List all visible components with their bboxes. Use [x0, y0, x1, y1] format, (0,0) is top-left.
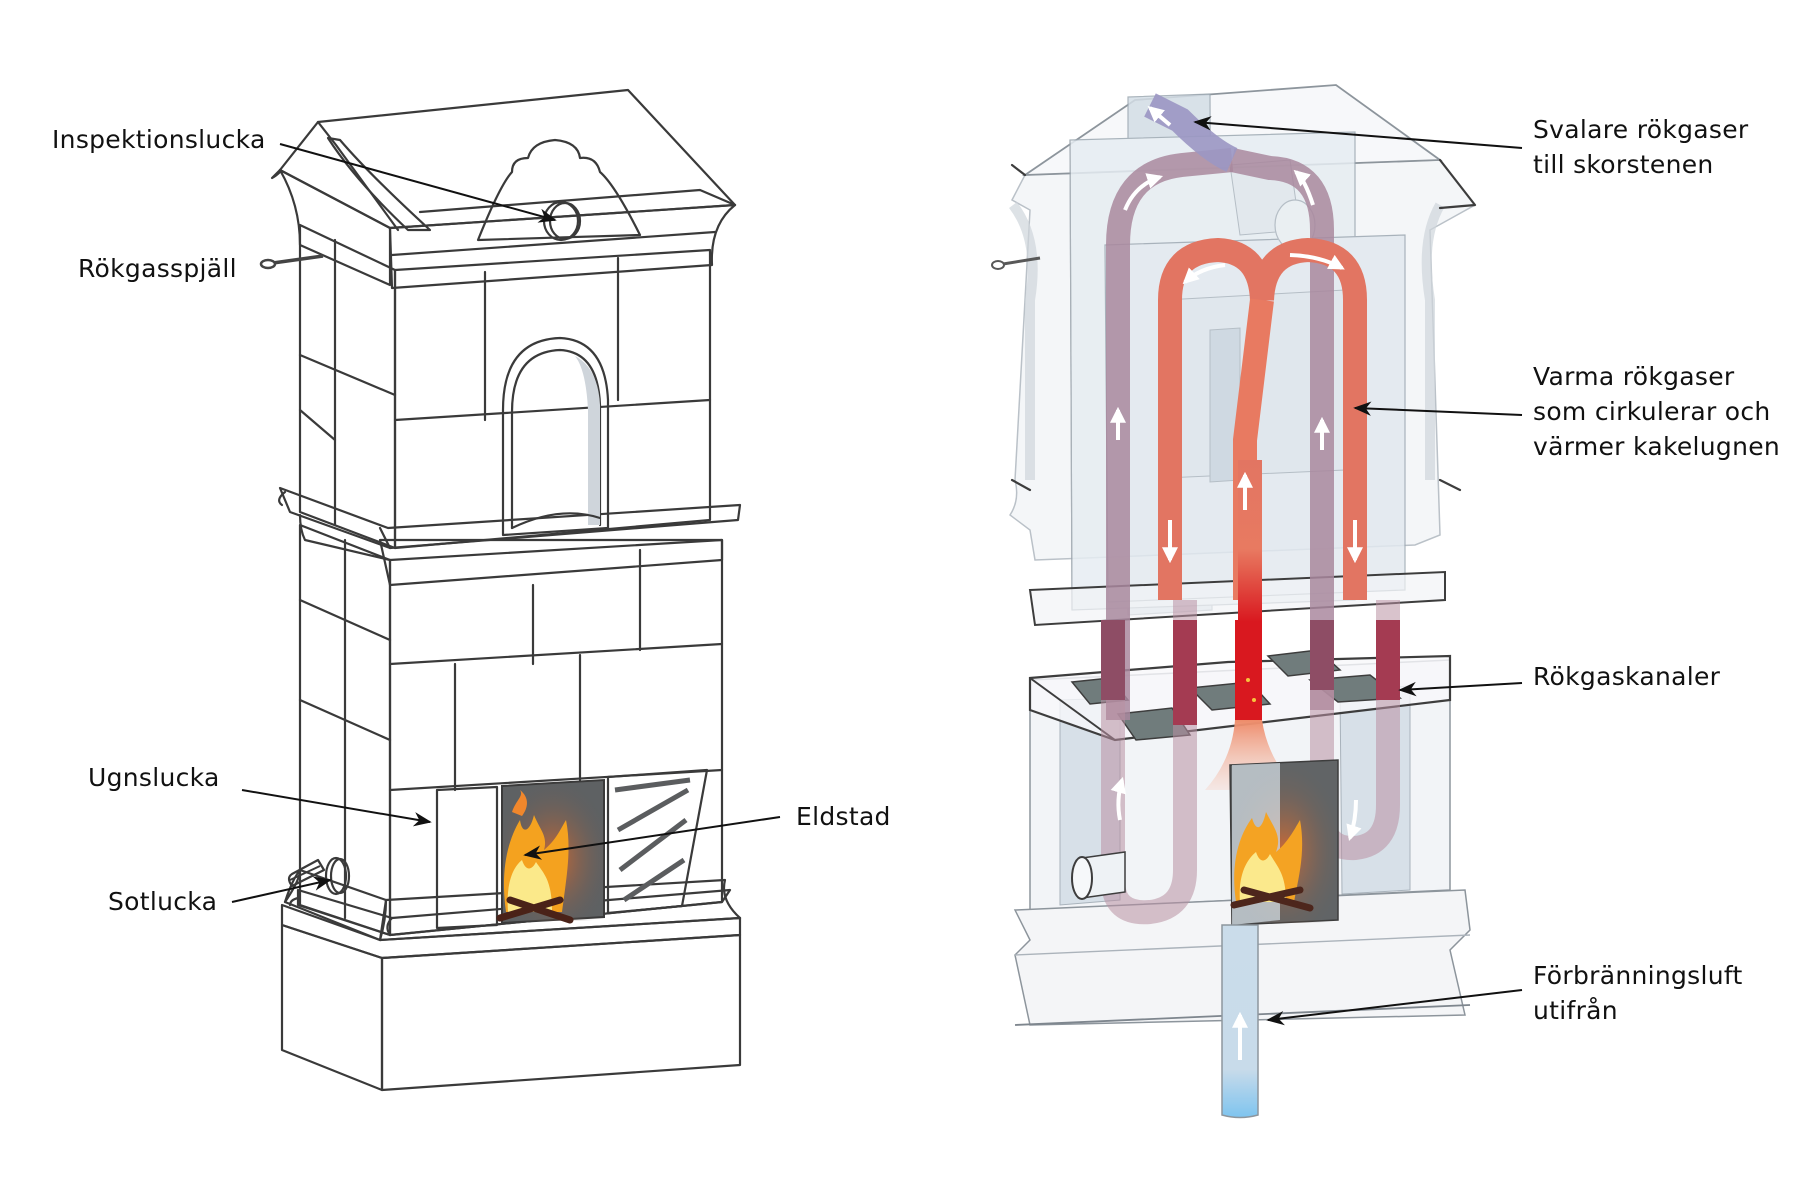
label-line: utifrån	[1533, 996, 1618, 1025]
leader-sotlucka	[231, 876, 332, 903]
label-varma-rokgaser: Varma rökgaser som cirkulerar och värmer…	[1533, 359, 1780, 464]
leader-inspektionslucka	[279, 143, 557, 223]
fire-flames-left	[496, 790, 574, 924]
label-line: Varma rökgaser	[1533, 362, 1735, 391]
leader-varma	[1353, 401, 1523, 416]
label-line: Svalare rökgaser	[1533, 115, 1749, 144]
label-line: som cirkulerar och	[1533, 397, 1771, 426]
leader-luft	[1266, 989, 1523, 1026]
label-line: Förbränningsluft	[1533, 961, 1743, 990]
oven-door-right	[606, 768, 709, 915]
flow-arrows	[1110, 105, 1363, 842]
leader-ugnslucka	[241, 789, 432, 827]
label-ugnslucka: Ugnslucka	[88, 763, 220, 792]
combustion-air-duct	[1221, 924, 1259, 1119]
label-sotlucka: Sotlucka	[108, 887, 218, 916]
stove-cornice	[270, 88, 737, 290]
label-line: Rökgaskanaler	[1533, 662, 1721, 691]
stove-middle-ledge	[278, 486, 742, 587]
damper-handle-ghost	[1002, 256, 1041, 266]
side-pipe	[1071, 851, 1126, 900]
label-eldstad: Eldstad	[796, 802, 891, 831]
label-rokgasspjall: Rökgasspjäll	[78, 254, 237, 283]
stove-exterior	[259, 88, 742, 1092]
cutaway-firebox	[1229, 759, 1339, 926]
label-svalare-rokgaser: Svalare rökgaser till skorstenen	[1533, 112, 1748, 182]
crest-ornament	[476, 138, 642, 242]
label-line: till skorstenen	[1533, 150, 1714, 179]
stove-upper-body	[298, 223, 712, 550]
leader-svalare	[1193, 116, 1523, 149]
leader-lines	[231, 116, 1523, 1026]
stove-cutaway	[991, 84, 1477, 1119]
oven-door-left	[435, 785, 499, 930]
leader-eldstad	[523, 816, 781, 860]
label-inspektionslucka: Inspektionslucka	[52, 125, 266, 154]
leader-kanaler	[1398, 681, 1523, 697]
decorative-niche	[501, 336, 610, 537]
flue-damper-handle	[259, 254, 324, 270]
inspection-hatch	[542, 200, 582, 242]
label-forbranningsluft: Förbränningsluft utifrån	[1533, 958, 1743, 1028]
label-rokgaskanaler: Rökgaskanaler	[1533, 659, 1720, 694]
label-line: värmer kakelugnen	[1533, 432, 1781, 461]
soot-hatch	[287, 856, 351, 896]
